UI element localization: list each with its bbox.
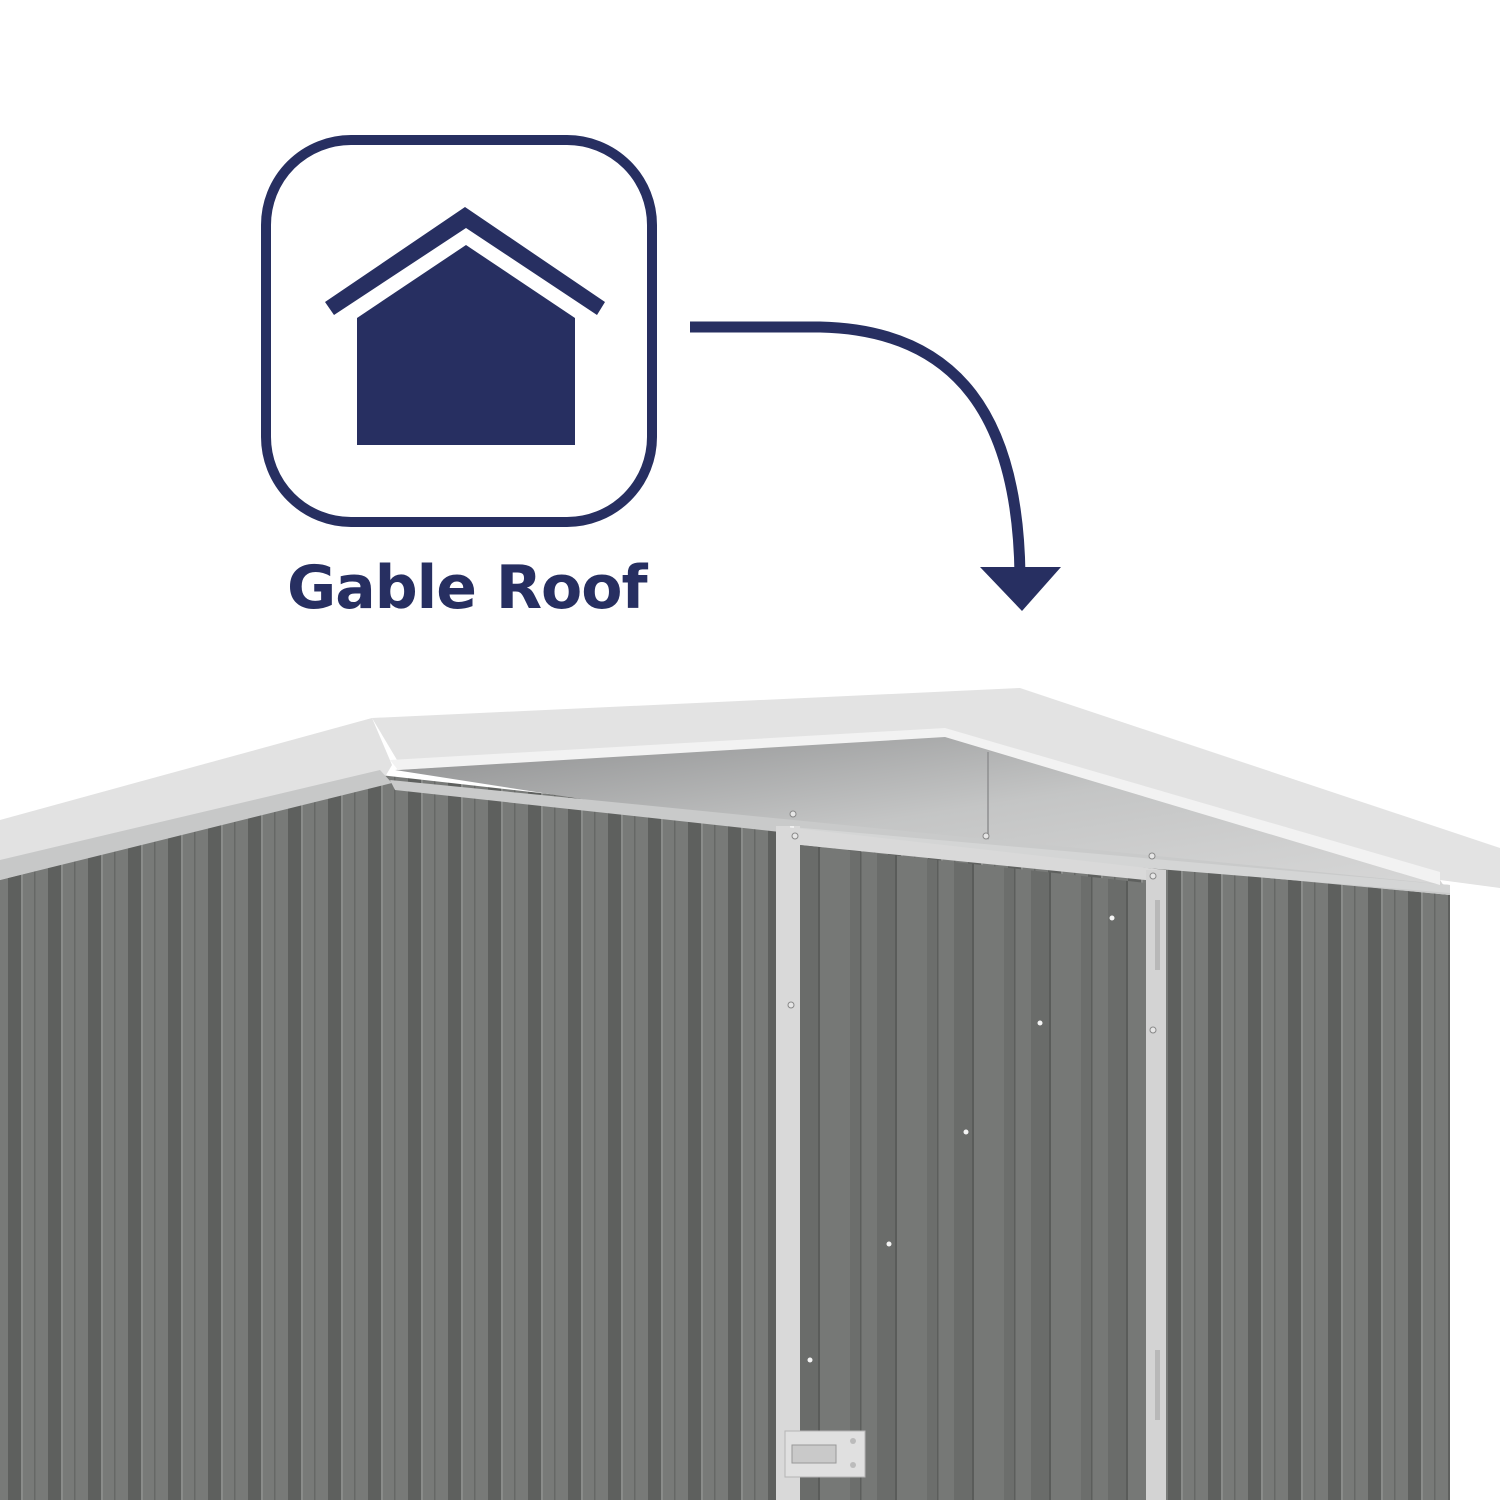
door-latch xyxy=(784,1430,866,1478)
gable-roof-icon-badge xyxy=(261,135,657,527)
feature-label: Gable Roof xyxy=(287,553,648,623)
side-wall xyxy=(0,775,390,1500)
gable-roof-house-icon xyxy=(325,207,605,445)
